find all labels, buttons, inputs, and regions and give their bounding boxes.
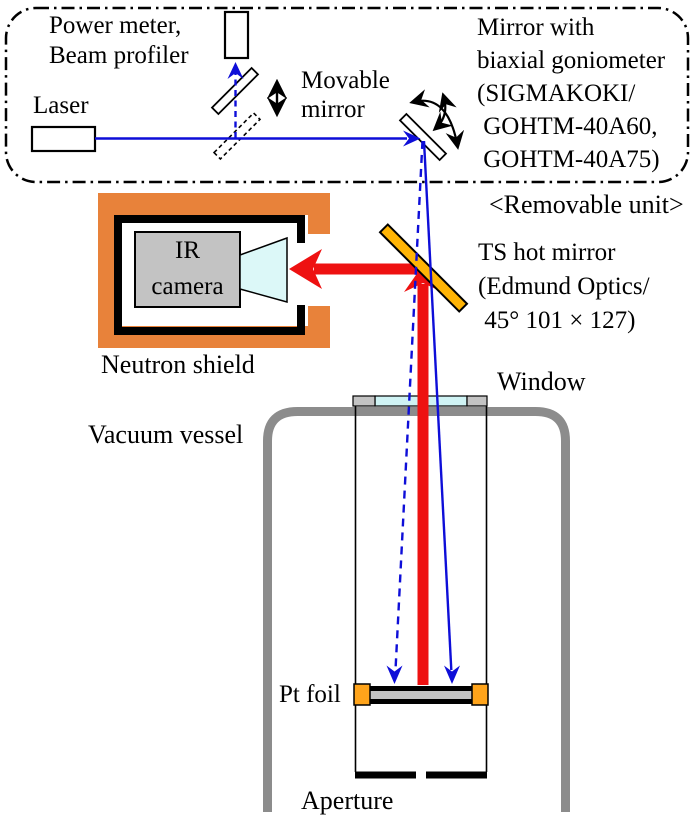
- laser-beam-arrowheads: [227, 62, 460, 684]
- pt-foil-holder-left: [353, 683, 371, 706]
- goniometer-mirror-label: Mirror with biaxial goniometer (SIGMAKOK…: [477, 14, 666, 173]
- beam-arrowhead-down-dashed: [386, 665, 403, 684]
- power-meter-box: [223, 10, 250, 60]
- goniometer-mirror: [398, 112, 448, 162]
- shield-inner-liner: [114, 215, 305, 335]
- aperture-label: Aperture: [301, 786, 394, 815]
- ts-hot-mirror: [378, 223, 469, 313]
- goniometer-rotation-arrows: [409, 89, 465, 150]
- beam-down-dashed: [394, 140, 424, 671]
- beam-arrowhead-down-solid: [444, 665, 460, 684]
- shield-right-bottom: [308, 306, 330, 348]
- movable-mirror-retracted: [212, 111, 262, 161]
- ir-camera-box: [134, 231, 241, 308]
- removable-unit-box: [4, 6, 690, 184]
- beam-arrowhead-up: [227, 62, 244, 79]
- vacuum-vessel-label: Vacuum vessel: [88, 420, 244, 449]
- window-flange-left: [352, 395, 376, 407]
- pt-foil: [369, 691, 473, 699]
- laser-box: [30, 125, 97, 153]
- camera-lens: [239, 236, 288, 303]
- laser-label: Laser: [33, 92, 89, 119]
- rotation-arc-2: [432, 92, 457, 132]
- liner-right-top: [297, 215, 305, 243]
- beam-arrowhead-right: [403, 130, 421, 147]
- window-flange-right: [466, 395, 488, 407]
- shield-right-top: [308, 193, 330, 234]
- ir-beam-vertical: [417, 284, 429, 685]
- pt-foil-label: Pt foil: [279, 681, 341, 708]
- ir-beam-horizontal: [314, 263, 421, 275]
- laser-beams: [95, 67, 453, 671]
- ts-hot-mirror-label: TS hot mirror (Edmund Optics/ 45° 101 × …: [478, 239, 650, 334]
- movable-mirror-label: Movable mirror: [301, 67, 390, 123]
- removable-unit-label: <Removable unit>: [489, 190, 684, 219]
- pt-foil-holder-right: [471, 683, 489, 706]
- liner-left: [114, 215, 122, 335]
- power-meter-label: Power meter, Beam profiler: [49, 12, 189, 69]
- ir-camera-label: IR camera: [151, 237, 224, 300]
- liner-bottom: [114, 327, 305, 335]
- pt-foil-holders: [353, 683, 489, 706]
- neutron-shield-label: Neutron shield: [101, 350, 255, 379]
- beam-down-solid: [422, 140, 453, 671]
- vacuum-vessel-wall: [263, 407, 570, 812]
- liner-top: [114, 215, 305, 223]
- shield-top: [98, 193, 330, 215]
- liner-right-bottom: [297, 305, 305, 335]
- window-label: Window: [497, 367, 586, 396]
- ir-beam-left-arrowhead: [289, 249, 322, 289]
